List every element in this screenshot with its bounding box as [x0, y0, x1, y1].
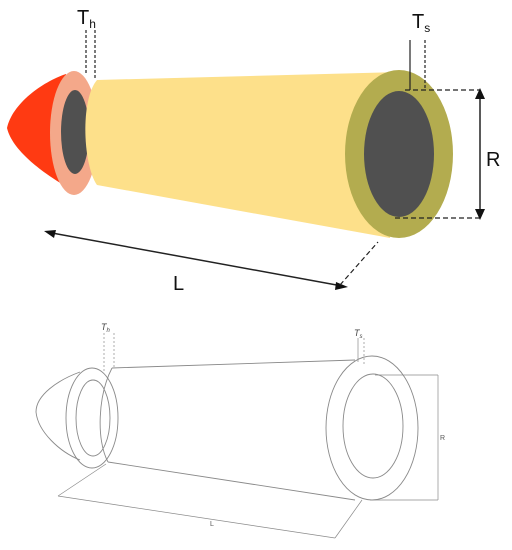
l-arrow-right — [335, 282, 348, 290]
cylinder-body — [85, 72, 401, 238]
l-label: L — [173, 273, 184, 295]
line-cylinder-top — [111, 359, 356, 369]
line-drawing-labels: Th Ts R L — [101, 322, 445, 528]
line-head-ring — [65, 367, 119, 469]
l-dimension-line — [51, 232, 343, 287]
line-l-label: L — [210, 521, 214, 528]
line-th-label: Th — [101, 322, 111, 334]
line-cylinder-bottom — [107, 461, 356, 501]
line-bore-opening — [342, 373, 404, 479]
th-label: Th — [77, 7, 96, 31]
head-bore — [61, 90, 89, 174]
line-drawing-diagram — [35, 333, 439, 539]
bore-opening — [364, 91, 434, 217]
line-l-ext-right — [334, 499, 363, 539]
l-arrow-left — [44, 230, 56, 238]
line-ts-label: Ts — [354, 328, 363, 340]
line-cylinder-left-edge — [99, 367, 113, 463]
r-label: R — [486, 149, 500, 171]
line-l-dim — [57, 495, 336, 539]
line-head-cap — [35, 371, 81, 461]
ts-label: Ts — [412, 11, 430, 35]
r-arrow-bottom — [475, 209, 485, 220]
line-r-label: R — [440, 435, 445, 442]
head-cap — [7, 74, 66, 184]
line-head-ring-inner — [75, 379, 111, 457]
l-extension-right — [339, 241, 379, 286]
colored-diagram: Th Ts R L — [7, 7, 500, 295]
r-arrow-top — [475, 88, 485, 99]
line-l-ext-left — [57, 463, 107, 497]
